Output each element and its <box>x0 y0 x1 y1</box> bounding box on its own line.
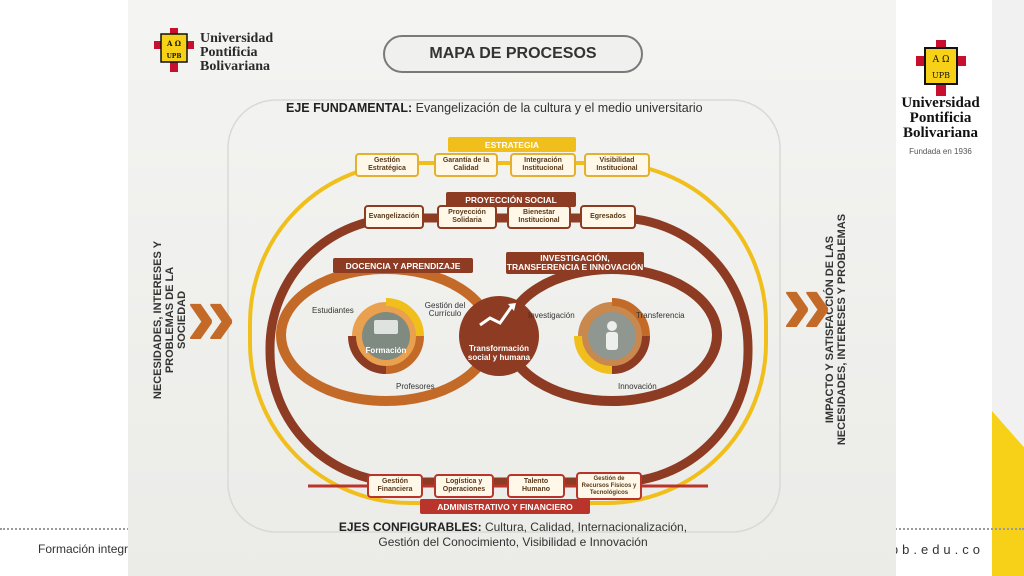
administrativo-item: Talento Humano <box>507 474 565 498</box>
label-profesores: Profesores <box>396 382 435 391</box>
svg-text:UPB: UPB <box>931 71 949 80</box>
administrativo-header: ADMINISTRATIVO Y FINANCIERO <box>420 499 590 514</box>
proyeccion-item: Bienestar Institucional <box>507 205 571 229</box>
administrativo-item: Logística y Operaciones <box>434 474 494 498</box>
label-estudiantes: Estudiantes <box>312 306 354 315</box>
formacion-label: Formación <box>365 346 407 355</box>
left-side-label: NECESIDADES, INTERESES Y PROBLEMAS DE LA… <box>152 240 188 400</box>
brand-tagline: Fundada en 1936 <box>909 147 972 156</box>
label-gestion-curriculo: Gestión del Currículo <box>424 301 466 318</box>
diagram-title: MAPA DE PROCESOS <box>383 35 643 73</box>
label-investigacion: Investigación <box>528 311 575 320</box>
eje-fundamental: EJE FUNDAMENTAL: Evangelización de la cu… <box>286 101 703 115</box>
proyeccion-item: Proyección Solidaria <box>437 205 497 229</box>
estrategia-item: Integración Institucional <box>510 153 576 177</box>
outer-frame <box>227 99 781 533</box>
process-map-poster: Α Ω UPB Universidad Pontificia Bolivaria… <box>128 0 896 576</box>
poster-logo-name: Universidad Pontificia Bolivariana <box>200 31 274 74</box>
brand-name: Universidad Pontificia Bolivariana <box>901 95 980 141</box>
brand-logo: Α Ω UPB Universidad Pontificia Bolivaria… <box>893 40 988 156</box>
eje-fundamental-label: EJE FUNDAMENTAL: <box>286 101 413 115</box>
investigacion-header: INVESTIGACIÓN, TRANSFERENCIA E INNOVACIÓ… <box>506 252 644 274</box>
footer-url: pb.edu.co <box>890 542 984 557</box>
poster-seal-icon: Α Ω UPB <box>154 28 194 72</box>
svg-text:UPB: UPB <box>167 53 182 60</box>
eje-fundamental-text: Evangelización de la cultura y el medio … <box>415 101 703 115</box>
administrativo-item: Gestión de Recursos Físicos y Tecnológic… <box>576 472 642 500</box>
proyeccion-item: Egresados <box>580 205 636 229</box>
estrategia-item: Garantía de la Calidad <box>434 153 498 177</box>
svg-text:Α Ω: Α Ω <box>931 55 949 65</box>
docencia-header: DOCENCIA Y APRENDIZAJE <box>333 258 473 273</box>
label-transferencia: Transferencia <box>636 311 685 320</box>
ejes-configurables-label: EJES CONFIGURABLES: <box>338 520 482 534</box>
ejes-configurables: EJES CONFIGURABLES: Cultura, Calidad, In… <box>328 520 698 550</box>
administrativo-item: Gestión Financiera <box>367 474 423 498</box>
proyeccion-item: Evangelización <box>364 205 424 229</box>
footer-left-text: Formación integr <box>38 542 129 556</box>
transformacion-label: Transformación social y humana <box>467 344 531 362</box>
estrategia-item: Visibilidad Institucional <box>584 153 650 177</box>
svg-text:Α Ω: Α Ω <box>166 39 181 48</box>
estrategia-header: ESTRATEGIA <box>448 137 576 152</box>
left-chevron-icon: » <box>186 265 237 365</box>
cross-seal-icon: Α Ω UPB <box>915 40 966 96</box>
right-chevron-icon: » <box>782 253 833 353</box>
proyeccion-header: PROYECCIÓN SOCIAL <box>446 192 576 207</box>
ejes-configurables-text: Cultura, Calidad, Internacionalización, … <box>378 520 688 549</box>
estrategia-item: Gestión Estratégica <box>355 153 419 177</box>
transformacion-circle <box>459 296 539 376</box>
label-innovacion: Innovación <box>618 382 657 391</box>
poster-logo: Α Ω UPB Universidad Pontificia Bolivaria… <box>154 28 290 74</box>
